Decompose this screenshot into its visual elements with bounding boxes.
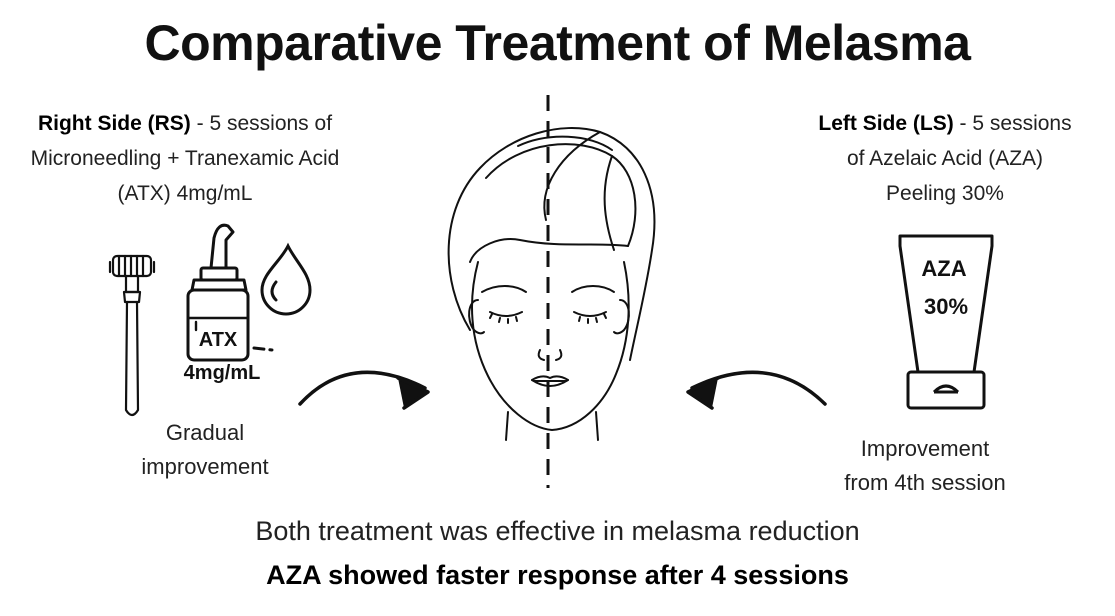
right-side-result: Gradual improvement [110, 416, 300, 484]
bottle-label: ATX [199, 329, 238, 351]
curved-arrow-left-icon [686, 370, 827, 410]
right-side-description: Right Side (RS) - 5 sessions of Micronee… [0, 106, 370, 211]
title-part-2: of Melasma [703, 15, 971, 71]
left-side-peeling: Peeling 30% [886, 182, 1004, 205]
title-part-1: Comparative Treatment [144, 15, 691, 71]
left-side-description: Left Side (LS) - 5 sessions of Azelaic A… [780, 106, 1110, 211]
left-side-sessions: - 5 sessions [953, 112, 1072, 135]
diagram-title: Comparative Treatment of Melasma [0, 14, 1115, 72]
tube-label-line-2: 30% [924, 294, 968, 319]
right-side-treatment: Microneedling + Tranexamic Acid [30, 147, 340, 170]
right-side-label: Right Side (RS) [37, 112, 191, 135]
curved-arrow-right-icon [298, 370, 430, 410]
dose-label: 4mg/mL [184, 362, 261, 384]
left-side-result: Improvement from 4th session [820, 432, 1030, 500]
left-side-result-line-1: Improvement [860, 436, 990, 461]
face-with-towel-icon [447, 127, 656, 441]
right-side-result-line-2: improvement [141, 454, 269, 479]
left-side-label: Left Side (LS) [818, 112, 954, 135]
dropper-bottle-icon [186, 223, 274, 362]
water-drop-icon [260, 242, 312, 316]
right-side-result-line-1: Gradual [165, 420, 245, 445]
cream-tube-icon [898, 234, 994, 410]
dermaroller-icon [108, 254, 156, 417]
left-side-treatment: of Azelaic Acid (AZA) [846, 147, 1044, 170]
tube-label-line-1: AZA [921, 256, 966, 281]
conclusion-line-2: AZA showed faster response after 4 sessi… [266, 560, 849, 590]
left-side-result-line-2: from 4th session [844, 470, 1006, 495]
conclusion-line-1: Both treatment was effective in melasma … [255, 516, 860, 546]
right-side-sessions: - 5 sessions of [190, 112, 333, 135]
right-side-dose: (ATX) 4mg/mL [117, 182, 253, 205]
